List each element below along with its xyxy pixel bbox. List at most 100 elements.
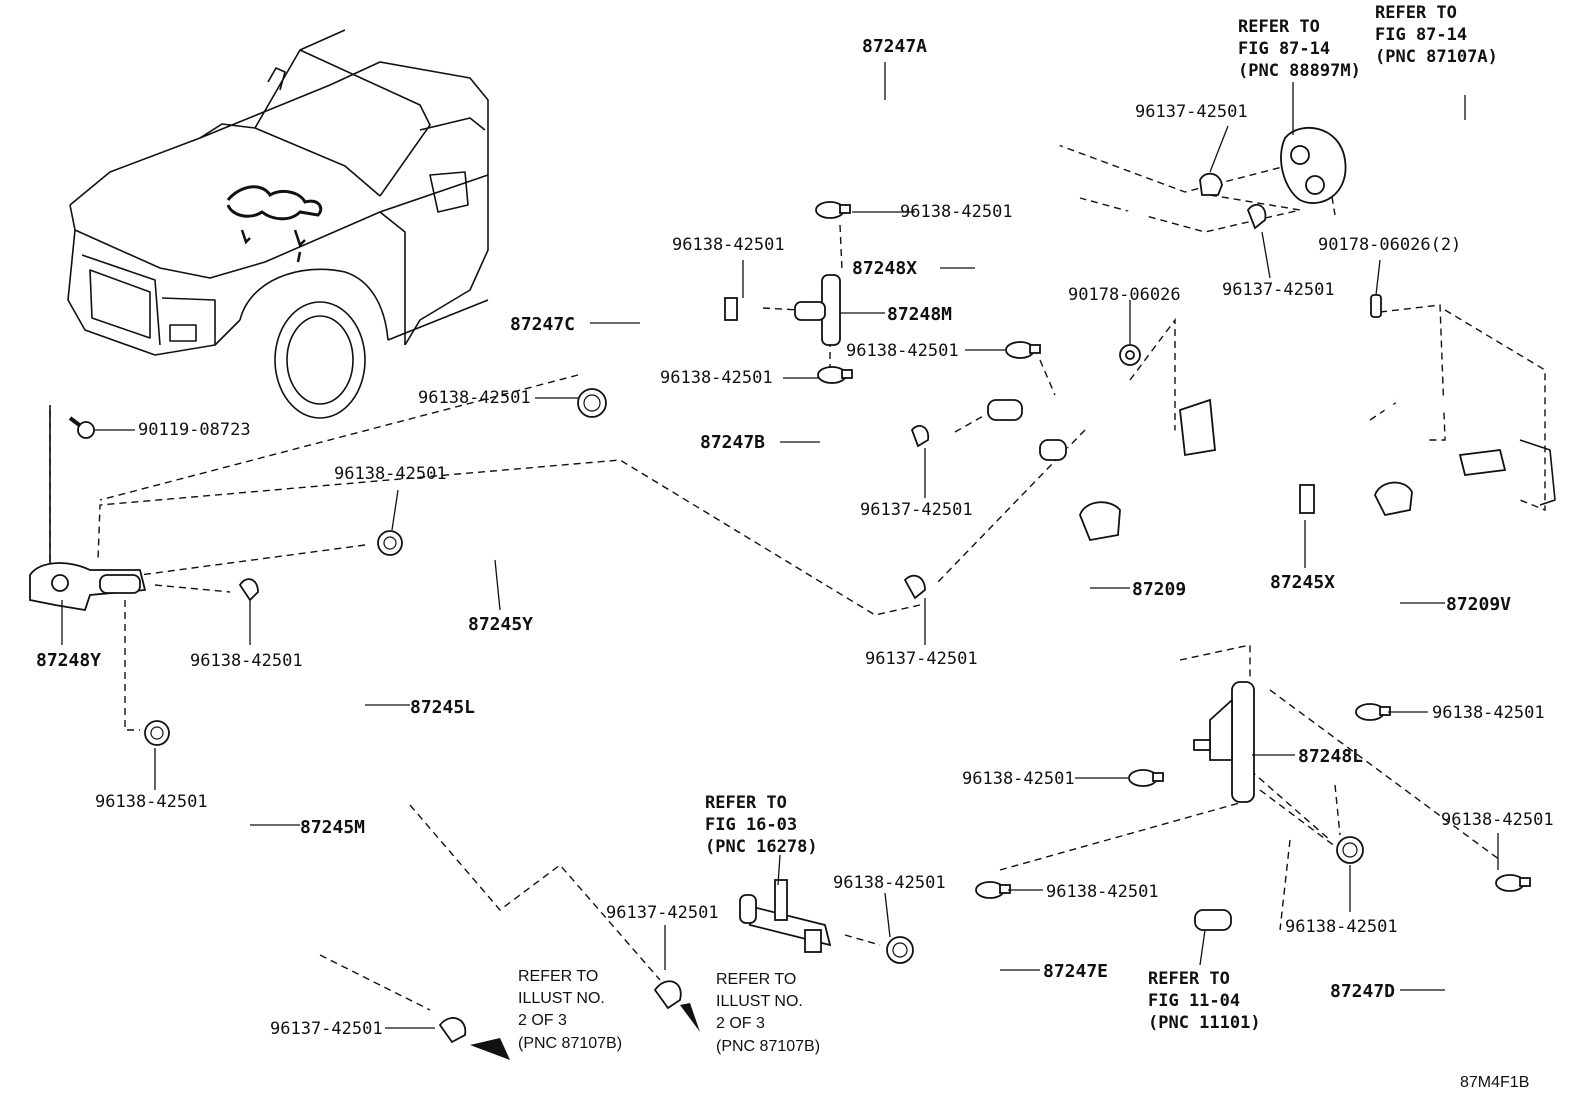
svg-text:(PNC 88897M): (PNC 88897M)	[1238, 61, 1361, 81]
svg-text:(PNC 87107B): (PNC 87107B)	[716, 1038, 820, 1055]
clamp-96138-h	[144, 720, 170, 746]
label-87245L: 87245L	[410, 697, 475, 718]
connection-lines	[49, 139, 1546, 1011]
hoses	[177, 98, 1556, 1034]
hose-87247E	[912, 902, 1006, 995]
label-87247B: 87247B	[700, 432, 765, 453]
label-87248M: 87248M	[887, 304, 952, 325]
label-90178-x2: 90178-06026(2)	[1318, 235, 1461, 255]
clamp-96138-c	[817, 366, 853, 384]
hose-87247A	[821, 98, 1061, 193]
pipe-fig-16-03	[739, 879, 832, 953]
label-96138-n: 96138-42501	[1441, 810, 1554, 830]
svg-text:REFER TO: REFER TO	[1148, 969, 1230, 989]
label-87245X: 87245X	[1270, 572, 1335, 593]
hose-87247C	[614, 286, 713, 445]
ref-fig-16-03: REFER TO FIG 16-03 (PNC 16278)	[705, 793, 818, 857]
label-96137-c: 96137-42501	[860, 500, 973, 520]
clamp-96138-a	[815, 201, 851, 219]
label-87247D: 87247D	[1330, 981, 1395, 1002]
label-96138-f: 96138-42501	[334, 464, 447, 484]
label-87247C: 87247C	[510, 314, 575, 335]
label-96138-i: 96138-42501	[1432, 703, 1545, 723]
label-96137-b: 96137-42501	[1222, 280, 1335, 300]
label-87247A: 87247A	[862, 36, 927, 57]
ref-fig-87-14-88897M: REFER TO FIG 87-14 (PNC 88897M)	[1238, 17, 1361, 135]
label-96138-m: 96138-42501	[1285, 917, 1398, 937]
label-87245Y: 87245Y	[468, 614, 533, 635]
label-87245M: 87245M	[300, 817, 365, 838]
clamp-96138-n	[1495, 874, 1531, 892]
label-96138-j: 96138-42501	[962, 769, 1075, 789]
label-90119: 90119-08723	[138, 420, 251, 440]
bolt-90119	[68, 416, 95, 439]
svg-text:(PNC 87107B): (PNC 87107B)	[518, 1035, 622, 1052]
valve-87209V	[1374, 481, 1413, 517]
clamp-96138-f	[377, 530, 403, 556]
hose-87245Y	[408, 498, 587, 561]
svg-text:REFER TO: REFER TO	[1238, 17, 1320, 37]
hose-87209V	[1355, 480, 1405, 705]
svg-text:FIG 16-03: FIG 16-03	[705, 815, 797, 835]
label-87209V: 87209V	[1446, 594, 1511, 615]
label-96137-d: 96137-42501	[865, 649, 978, 669]
svg-text:(PNC 11101): (PNC 11101)	[1148, 1013, 1261, 1033]
label-96138-l: 96138-42501	[833, 873, 946, 893]
clamp-96138-j	[1128, 769, 1164, 787]
hose-87209	[1061, 505, 1152, 775]
part-labels: 87247A 96138-42501 96138-42501 87247C 87…	[36, 36, 1554, 1091]
svg-text:FIG 87-14: FIG 87-14	[1238, 39, 1330, 59]
grommet-88897M	[1280, 126, 1347, 204]
clamp-96137-a	[1199, 172, 1223, 196]
clamp-96137-d	[903, 574, 926, 600]
fittings	[29, 95, 1487, 953]
label-96138-c: 96138-42501	[660, 368, 773, 388]
nut-90178	[1119, 300, 1141, 366]
clamp-96137-b	[1246, 203, 1267, 230]
hose-87247B	[817, 397, 908, 473]
clamp-96137-e	[653, 980, 682, 1010]
hose-87247D	[1366, 846, 1525, 1034]
svg-text:2 OF 3: 2 OF 3	[518, 1012, 567, 1029]
hose-87245M	[177, 722, 313, 956]
coolant-pipe-assembly	[987, 330, 1556, 514]
label-87247E: 87247E	[1043, 961, 1108, 982]
clamp-96138-d	[577, 388, 607, 418]
svg-text:ILLUST NO.: ILLUST NO.	[716, 993, 803, 1010]
ref-fig-87-14-87107A: REFER TO FIG 87-14 (PNC 87107A)	[1375, 3, 1498, 67]
bolt-90178-x2	[1370, 294, 1382, 318]
pipes-87107A	[1388, 95, 1487, 162]
clamp-96138-m	[1336, 836, 1364, 864]
vehicle-locator-sketch	[49, 29, 489, 575]
leader-lines	[61, 62, 1499, 1060]
label-87209: 87209	[1132, 579, 1186, 600]
clamp-96137-f	[438, 1017, 467, 1044]
label-96138-a: 96138-42501	[900, 202, 1013, 222]
valve-87209	[1079, 501, 1121, 542]
joint-87248Y	[29, 562, 147, 612]
label-96138-b: 96138-42501	[672, 235, 785, 255]
svg-text:2 OF 3: 2 OF 3	[716, 1015, 765, 1032]
hose-87248X	[975, 209, 1148, 338]
label-87248X: 87248X	[852, 258, 917, 279]
svg-text:REFER TO: REFER TO	[1375, 3, 1457, 23]
label-96137-f: 96137-42501	[270, 1019, 383, 1039]
svg-text:FIG 87-14: FIG 87-14	[1375, 25, 1467, 45]
label-96138-h: 96138-42501	[95, 792, 208, 812]
clamp-96138-e	[1005, 341, 1041, 359]
svg-text:ILLUST NO.: ILLUST NO.	[518, 990, 605, 1007]
diagram-code: 87M4F1B	[1460, 1074, 1529, 1091]
label-87248Y: 87248Y	[36, 650, 101, 671]
clamps	[144, 172, 1531, 1044]
svg-text:REFER TO: REFER TO	[518, 968, 598, 985]
label-87248L: 87248L	[1298, 746, 1363, 767]
label-96138-k: 96138-42501	[1046, 882, 1159, 902]
svg-text:REFER TO: REFER TO	[705, 793, 787, 813]
clamp-96137-c	[910, 425, 930, 448]
ref-illust-2-of-3-right: REFER TO ILLUST NO. 2 OF 3 (PNC 87107B)	[716, 971, 820, 1055]
clamp-96138-i	[1355, 703, 1391, 721]
svg-text:FIG 11-04: FIG 11-04	[1148, 991, 1240, 1011]
tee-joint-87248M	[794, 274, 841, 346]
label-96138-g: 96138-42501	[190, 651, 303, 671]
